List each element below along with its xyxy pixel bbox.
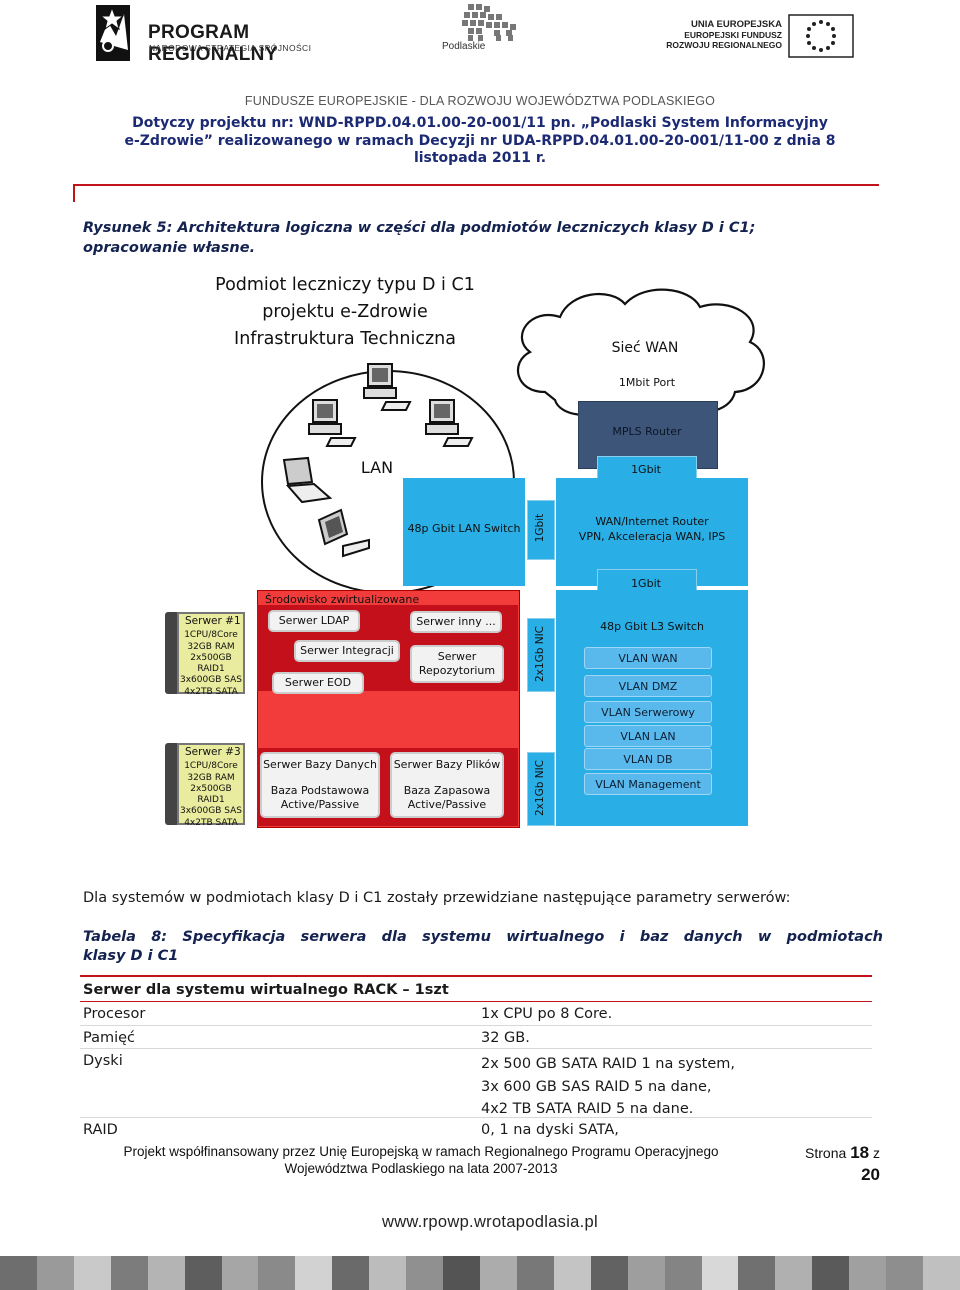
lan-switch-label: 48p Gbit LAN Switch (407, 522, 521, 535)
lan-label: LAN (360, 458, 394, 477)
eu-flag-icon (788, 14, 854, 58)
row-divider (80, 1025, 872, 1026)
page-number: 18 (850, 1143, 870, 1162)
desktop-computer-icon (308, 399, 357, 447)
architecture-diagram: Podmiot leczniczy typu D i C1 projektu e… (165, 275, 765, 828)
nic-top-label: 2x1Gb NIC (534, 626, 546, 682)
page-prefix: Strona (805, 1145, 847, 1161)
row-label: Dyski (83, 1053, 123, 1069)
row-label: RAID (83, 1122, 118, 1138)
row-value: 1x CPU po 8 Core. (481, 1006, 613, 1022)
virtualization-label: Środowisko zwirtualizowane (265, 593, 420, 606)
page-total: 20 (861, 1165, 880, 1184)
footer-line-1: Projekt współfinansowany przez Unię Euro… (123, 1144, 719, 1159)
row-divider (80, 1117, 872, 1118)
podlaskie-logo: Podlaskie (438, 2, 528, 54)
file-server: Serwer Bazy Plików Baza Zapasowa Active/… (390, 752, 504, 818)
other-server: Serwer inny ... (410, 611, 502, 633)
table-caption: Tabela 8: Specyfikacja serwera dla syste… (83, 928, 883, 966)
program-regionalny-logo: PROGRAM REGIONALNY NARODOWA STRATEGIA SP… (90, 2, 360, 66)
header-divider-tick (73, 184, 75, 202)
integration-server: Serwer Integracji (294, 640, 400, 662)
project-line-1: Dotyczy projektu nr: WND-RPPD.04.01.00-2… (132, 115, 828, 131)
project-reference: Dotyczy projektu nr: WND-RPPD.04.01.00-2… (60, 115, 900, 168)
table-header-rule (80, 1001, 872, 1002)
database-server: Serwer Bazy Danych Baza Podstawowa Activ… (260, 752, 380, 818)
ldap-server: Serwer LDAP (268, 610, 360, 632)
table-caption-line-1: Tabela 8: Specyfikacja serwera dla syste… (83, 929, 883, 945)
l3-switch-label: 48p Gbit L3 Switch (600, 620, 704, 633)
figure-caption-line-1: Rysunek 5: Architektura logiczna w częśc… (83, 220, 756, 236)
table-caption-line-2: klasy D i C1 (83, 948, 179, 964)
server-spec-table: Serwer dla systemu wirtualnego RACK – 1s… (80, 974, 872, 1144)
gbit-mid-label: 1Gbit (631, 577, 661, 590)
vlan-item: VLAN DMZ (584, 675, 712, 697)
eu-line-2: EUROPEJSKI FUNDUSZ (684, 30, 782, 40)
server-1-card: Serwer #1 1CPU/8Core 32GB RAM 2x500GB RA… (177, 612, 245, 697)
vlan-item: VLAN Serwerowy (584, 701, 712, 723)
footer-cofinancing: Projekt współfinansowany przez Unię Euro… (70, 1143, 772, 1177)
diagram-title: Podmiot leczniczy typu D i C1 projektu e… (215, 275, 475, 349)
page-of: z (873, 1145, 880, 1161)
figure-caption: Rysunek 5: Architektura logiczna w częśc… (83, 218, 883, 258)
eu-logo: UNIA EUROPEJSKA EUROPEJSKI FUNDUSZ ROZWO… (660, 14, 860, 60)
program-title: PROGRAM REGIONALNY (148, 22, 278, 65)
row-value: 2x 500 GB SATA RAID 1 na system, 3x 600 … (481, 1056, 736, 1117)
wan-router-label: WAN/Internet Router VPN, Akceleracja WAN… (578, 515, 726, 543)
nic-bottom-label: 2x1Gb NIC (534, 760, 546, 816)
vlan-item: VLAN LAN (584, 725, 712, 747)
gbit-vertical-label: 1Gbit (534, 513, 546, 543)
project-line-3: listopada 2011 r. (413, 150, 547, 166)
wan-router-block (556, 478, 748, 586)
bison-icon (462, 4, 516, 41)
table-header: Serwer dla systemu wirtualnego RACK – 1s… (83, 982, 449, 998)
wan-label: Sieć WAN (611, 340, 679, 356)
vlan-item: VLAN DB (584, 748, 712, 770)
row-divider (80, 1048, 872, 1049)
footer-line-2: Województwa Podlaskiego na lata 2007-201… (284, 1161, 558, 1176)
row-label: Pamięć (83, 1030, 136, 1046)
desktop-computer-icon (317, 508, 370, 558)
row-label: Procesor (83, 1006, 146, 1022)
laptop-icon (282, 456, 333, 504)
program-subtitle: NARODOWA STRATEGIA SPÓJNOŚCI (149, 43, 312, 53)
vlan-item: VLAN Management (584, 773, 712, 795)
footer-url: www.rpowp.wrotapodlasia.pl (382, 1213, 598, 1231)
vlan-item: VLAN WAN (584, 647, 712, 669)
figure-caption-line-2: opracowanie własne. (83, 240, 256, 256)
header-divider (73, 184, 879, 186)
funds-line: FUNDUSZE EUROPEJSKIE - DLA ROZWOJU WOJEW… (244, 94, 716, 108)
star-map-icon (96, 5, 130, 61)
nic-top-strip (527, 618, 555, 692)
footer-stripe (0, 1256, 960, 1290)
repository-server: Serwer Repozytorium (410, 645, 504, 683)
project-line-2: e-Zdrowie” realizowanego w ramach Decyzj… (124, 132, 836, 149)
table-top-rule (80, 975, 872, 977)
intro-paragraph: Dla systemów w podmiotach klasy D i C1 z… (83, 890, 791, 906)
gbit-top-label: 1Gbit (631, 463, 661, 476)
page-counter: Strona 18 z 20 (790, 1143, 880, 1185)
eu-line-3: ROZWOJU REGIONALNEGO (666, 40, 782, 50)
region-label: Podlaskie (442, 41, 486, 52)
server-3-card: Serwer #3 1CPU/8Core 32GB RAM 2x500GB RA… (177, 743, 245, 828)
eu-line-1: UNIA EUROPEJSKA (691, 19, 782, 30)
lan-switch-block (403, 478, 525, 586)
nic-bottom-strip (527, 752, 555, 826)
row-value: 32 GB. (481, 1030, 530, 1046)
mpls-label: MPLS Router (612, 425, 682, 438)
row-value: 0, 1 na dyski SATA, (481, 1122, 619, 1138)
port-label: 1Mbit Port (618, 376, 676, 389)
desktop-computer-icon (363, 363, 412, 411)
gbit-vertical-port (527, 500, 555, 560)
desktop-computer-icon (425, 399, 474, 447)
eod-server: Serwer EOD (272, 672, 364, 694)
